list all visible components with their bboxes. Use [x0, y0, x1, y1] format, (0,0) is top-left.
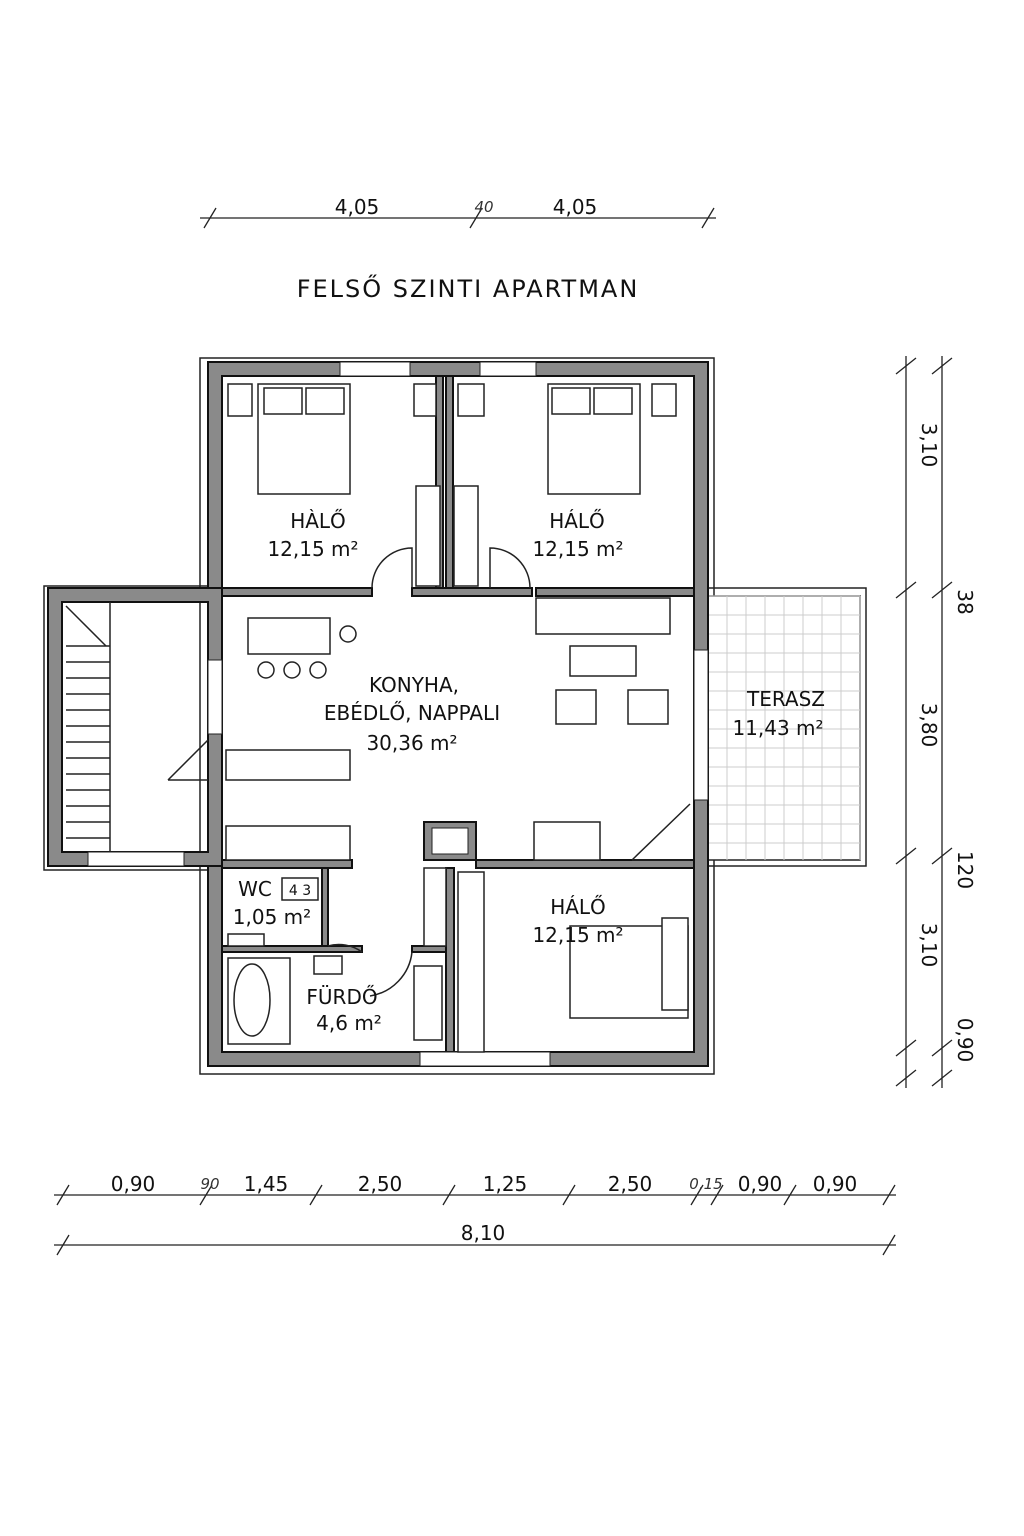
svg-text:0,90: 0,90	[813, 1172, 858, 1196]
svg-text:WC: WC	[238, 877, 272, 901]
svg-text:EBÉDLŐ, NAPPALI: EBÉDLŐ, NAPPALI	[324, 701, 500, 725]
svg-text:HÁLŐ: HÁLŐ	[549, 509, 605, 533]
dim-tick	[442, 1184, 456, 1206]
room-label-bedroom-2: HÁLŐ 12,15 m²	[532, 509, 623, 561]
dim-tick	[931, 581, 953, 599]
svg-text:KONYHA,: KONYHA,	[369, 673, 459, 697]
room-label-bedroom-3: HÁLŐ 12,15 m²	[532, 895, 623, 947]
dim-tick	[895, 1069, 917, 1087]
dim-tick	[56, 1234, 70, 1256]
terrace	[707, 587, 867, 867]
svg-text:HÀLŐ: HÀLŐ	[290, 509, 346, 533]
bottom-dimensions: 0,90 90 1,45 2,50 1,25 2,50 0,15 0,90 0,…	[54, 1172, 896, 1256]
dim-tick	[710, 1184, 724, 1206]
svg-text:0,90: 0,90	[111, 1172, 156, 1196]
room-label-wc: WC 4 3 1,05 m²	[233, 877, 319, 929]
dim-tick	[895, 1039, 917, 1057]
svg-text:FÜRDŐ: FÜRDŐ	[306, 985, 377, 1009]
svg-text:TERASZ: TERASZ	[746, 687, 825, 711]
dim-tick	[690, 1184, 704, 1206]
dim-tick	[562, 1184, 576, 1206]
furniture	[167, 383, 691, 1053]
svg-text:38: 38	[953, 589, 977, 614]
svg-text:120: 120	[953, 851, 977, 889]
stair-wing-outline	[43, 585, 209, 871]
dim-tick	[783, 1184, 797, 1206]
dim-label: 40	[474, 198, 493, 216]
dim-label: 4,05	[553, 195, 598, 219]
room-label-bathroom: FÜRDŐ 4,6 m²	[306, 985, 381, 1035]
dim-tick	[931, 847, 953, 865]
svg-text:0,90: 0,90	[953, 1018, 977, 1063]
svg-text:30,36 m²: 30,36 m²	[366, 731, 457, 755]
right-dimensions: 3,10 3,80 3,10 38 120 0,90	[895, 356, 977, 1088]
dim-tick	[895, 847, 917, 865]
svg-text:1,05 m²: 1,05 m²	[233, 905, 311, 929]
svg-text:12,15 m²: 12,15 m²	[532, 537, 623, 561]
svg-text:3,80: 3,80	[917, 703, 941, 748]
top-dimension: 4,05 40 4,05	[200, 195, 716, 229]
dim-tick	[931, 357, 953, 375]
svg-text:2,50: 2,50	[358, 1172, 403, 1196]
dim-tick	[895, 581, 917, 599]
walls	[47, 361, 709, 1067]
svg-text:0,15: 0,15	[689, 1175, 722, 1193]
stair-arrow	[65, 605, 107, 647]
svg-text:0,90: 0,90	[738, 1172, 783, 1196]
dim-tick	[931, 1039, 953, 1057]
svg-text:12,15 m²: 12,15 m²	[532, 923, 623, 947]
plan-title: FELSŐ SZINTI APARTMAN	[297, 273, 640, 303]
svg-text:12,15 m²: 12,15 m²	[267, 537, 358, 561]
dim-tick	[882, 1184, 896, 1206]
svg-text:HÁLŐ: HÁLŐ	[550, 895, 606, 919]
svg-text:1,45: 1,45	[244, 1172, 289, 1196]
svg-text:3,10: 3,10	[917, 423, 941, 468]
svg-text:3,10: 3,10	[917, 923, 941, 968]
room-label-bedroom-1: HÀLŐ 12,15 m²	[267, 509, 358, 561]
svg-text:1,25: 1,25	[483, 1172, 528, 1196]
staircase	[65, 602, 111, 852]
svg-text:11,43 m²: 11,43 m²	[732, 716, 823, 740]
dim-tick	[931, 1069, 953, 1087]
dim-tick	[895, 357, 917, 375]
room-label-living: KONYHA, EBÉDLŐ, NAPPALI 30,36 m²	[324, 673, 500, 755]
dim-tick	[199, 1184, 213, 1206]
room-label-terrace: TERASZ 11,43 m²	[732, 687, 825, 740]
dim-tick	[56, 1184, 70, 1206]
svg-text:2,50: 2,50	[608, 1172, 653, 1196]
total-width: 8,10	[461, 1221, 506, 1245]
dim-label: 4,05	[335, 195, 380, 219]
svg-text:4,6 m²: 4,6 m²	[316, 1011, 382, 1035]
wc-tag: 4 3	[289, 883, 311, 899]
svg-text:90: 90	[200, 1175, 219, 1193]
dim-tick	[309, 1184, 323, 1206]
dim-tick	[882, 1234, 896, 1256]
